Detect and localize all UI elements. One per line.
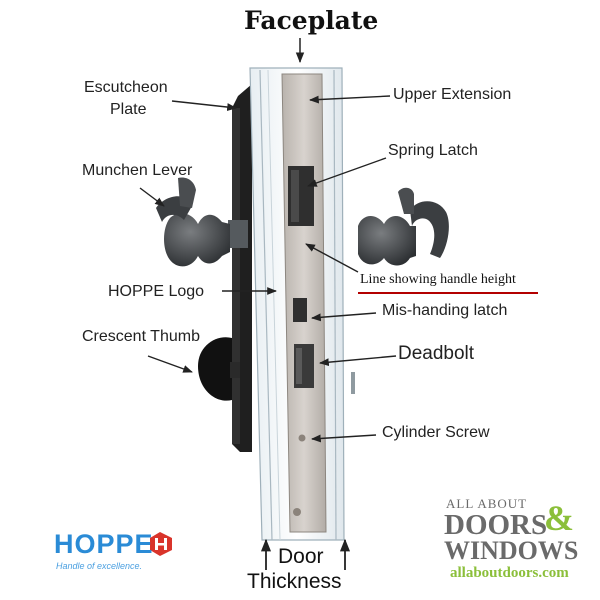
munchen-lever-right (358, 187, 449, 266)
store-brand-ampersand: & (544, 498, 574, 538)
cylinder-screw-part (298, 434, 306, 442)
label-deadbolt: Deadbolt (398, 343, 475, 364)
deadbolt-arrow (319, 355, 397, 367)
store-brand-url: allaboutdoors.com (450, 565, 569, 581)
store-brand-line1: ALL ABOUT (446, 496, 528, 511)
label-upper-extension: Upper Extension (393, 86, 512, 103)
cylinder-screw-arrow (311, 434, 377, 443)
label-thickness: Thickness (247, 570, 342, 593)
label-escutcheon-line2: Plate (110, 101, 147, 118)
upper-extension-arrow (309, 95, 391, 104)
hoppe-brand-tagline: Handle of excellence. (56, 561, 143, 571)
label-hoppe-logo: HOPPE Logo (108, 283, 205, 300)
label-escutcheon-line1: Escutcheon (84, 79, 168, 96)
hoppe-brand-name: HOPPE (54, 529, 154, 559)
label-spring-latch: Spring Latch (388, 142, 478, 159)
label-munchen-lever: Munchen Lever (82, 162, 193, 179)
escutcheon-plate (232, 84, 252, 452)
label-handle-height: Line showing handle height (360, 272, 516, 287)
faceplate-screw (293, 508, 301, 516)
label-crescent-thumb: Crescent Thumb (82, 328, 200, 345)
hoppe-logo-mark (150, 532, 172, 556)
spring-latch-arrow (307, 157, 387, 187)
title-faceplate: Faceplate (244, 6, 379, 35)
store-brand-doors: DOORS (444, 509, 548, 541)
store-brand-windows: WINDOWS (444, 536, 579, 565)
crescent-thumb-arrow (147, 355, 193, 373)
munchen-lever-left (156, 177, 248, 267)
escutcheon-arrow (171, 100, 237, 111)
handle-height-arrow (305, 243, 359, 273)
munchen-lever-arrow (139, 187, 165, 207)
label-door: Door (278, 545, 324, 568)
mis-handing-latch-arrow (311, 312, 377, 322)
mis-handing-latch-part (293, 298, 307, 322)
label-mis-handing-latch: Mis-handing latch (382, 302, 508, 319)
label-cylinder-screw: Cylinder Screw (382, 424, 490, 441)
crescent-thumb-part (198, 337, 240, 401)
